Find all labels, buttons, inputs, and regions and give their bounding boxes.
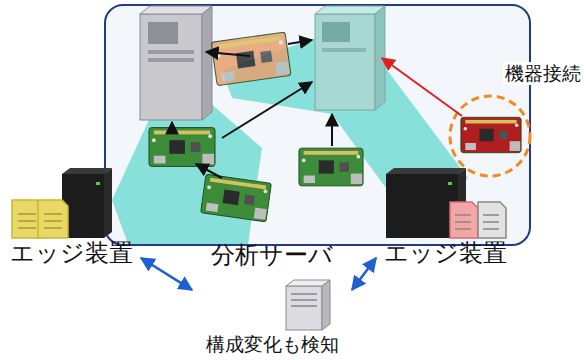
document-icon	[450, 202, 478, 238]
server-icon	[286, 280, 330, 330]
link-arrow	[352, 258, 376, 290]
document-icon	[455, 215, 499, 229]
server-icon	[315, 6, 385, 110]
document-icon	[12, 200, 68, 238]
data-flow-arrow	[196, 164, 222, 178]
edge-device-icon	[62, 168, 112, 174]
edge-device: エッジ装置	[380, 168, 511, 268]
server-icon	[322, 280, 330, 330]
link-arrow	[141, 258, 192, 290]
node-note: 構成変化も検知	[206, 334, 339, 356]
data-flow-arrow	[172, 40, 332, 178]
server-icon	[140, 14, 202, 120]
node-title: 分析サーバ	[211, 242, 333, 270]
edge-device-icon	[386, 174, 458, 238]
edge-device-icon	[62, 168, 112, 238]
document-icon	[478, 202, 506, 238]
device-board	[149, 128, 215, 167]
server-icon	[148, 22, 178, 44]
device-board	[299, 148, 363, 186]
edge-device: エッジ装置	[6, 168, 137, 268]
server-icon	[148, 58, 194, 62]
data-flow-arrow	[288, 40, 312, 44]
server-icon	[291, 294, 317, 306]
node-title: エッジ装置	[10, 240, 133, 268]
connection-circle	[450, 96, 530, 176]
server-icon	[322, 22, 350, 42]
network-region	[105, 5, 530, 245]
data-flow-arrow	[171, 122, 173, 128]
server-icon	[315, 14, 375, 110]
server-icon	[286, 286, 322, 330]
document-icon	[38, 200, 68, 238]
device-board	[461, 117, 521, 152]
network-region	[105, 5, 530, 245]
edge-device-icon	[104, 168, 112, 238]
server-icon	[202, 6, 212, 120]
document-icon	[18, 214, 62, 228]
data-flow-arrow	[331, 114, 333, 146]
data-flow-arrow	[206, 52, 250, 56]
device-board	[211, 32, 291, 86]
connection-circle	[450, 96, 530, 176]
document-icon	[450, 202, 506, 238]
edge-device-icon	[96, 182, 100, 185]
node-title: エッジ装置	[384, 240, 507, 268]
device-board	[201, 174, 272, 222]
edge-device-icon	[448, 182, 452, 185]
server-icon	[140, 6, 212, 14]
server-icon	[322, 48, 366, 52]
edge-device-icon	[386, 168, 466, 174]
data-flow-arrow	[222, 82, 312, 138]
new-connection-arrow	[382, 58, 462, 116]
server-icon	[140, 6, 212, 120]
callout-label: 機器接続	[503, 62, 583, 85]
server-icon	[148, 50, 194, 54]
analysis-server: 分析サーバ構成変化も検知	[196, 242, 348, 356]
new-connection-arrow	[382, 58, 462, 116]
server-icon	[315, 6, 385, 14]
